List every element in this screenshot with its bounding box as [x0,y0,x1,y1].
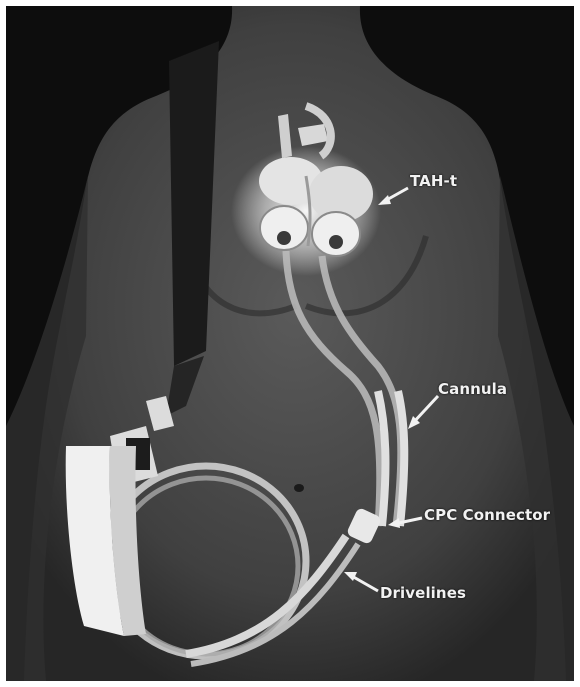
label-drivelines: Drivelines [380,584,466,602]
figure-frame: TAH-t Cannula CPC Connector Drivelines [6,6,574,681]
navel [294,484,304,492]
label-tah-t: TAH-t [410,172,457,190]
label-cpc-connector: CPC Connector [424,506,550,524]
label-cannula: Cannula [438,380,507,398]
illustration [6,6,574,681]
